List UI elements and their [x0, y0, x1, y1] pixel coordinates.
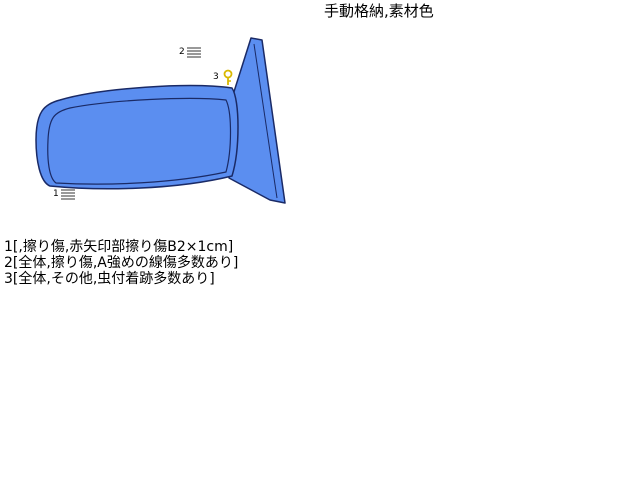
- page-title: 手動格納,素材色: [324, 2, 434, 20]
- mirror-arm-inner-edge: [253, 43, 278, 199]
- marker-1-label: 1: [53, 189, 59, 199]
- note-line-2: 2[全体,擦り傷,A強めの線傷多数あり]: [4, 255, 239, 271]
- mirror-damage-diagram: 1 2 3: [35, 37, 286, 204]
- note-line-1: 1[,擦り傷,赤矢印部擦り傷B2×1cm]: [4, 239, 234, 255]
- marker-2-label: 2: [179, 47, 185, 57]
- hatch-lines-icon: [187, 47, 201, 58]
- pin-icon: [223, 69, 233, 85]
- note-line-3: 3[全体,その他,虫付着跡多数あり]: [4, 271, 215, 287]
- mirror-housing: [35, 84, 239, 190]
- hatch-lines-icon: [61, 189, 75, 200]
- mirror-glass-outline: [47, 97, 232, 185]
- damage-notes: 1[,擦り傷,赤矢印部擦り傷B2×1cm] 2[全体,擦り傷,A強めの線傷多数あ…: [4, 239, 238, 287]
- marker-3-label: 3: [213, 72, 219, 82]
